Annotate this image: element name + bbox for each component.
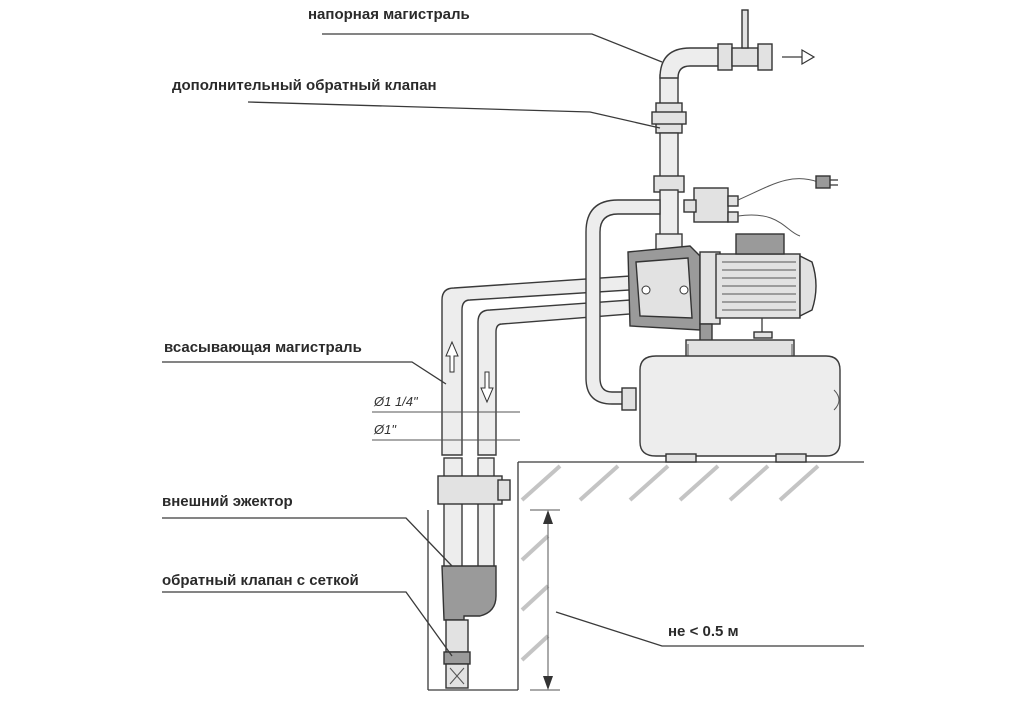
leader-lines: [162, 33, 864, 657]
check-valve-mesh-label: обратный клапан с сеткой: [162, 572, 359, 589]
suction-pipes: [441, 275, 631, 569]
extra-check-valve-label: дополнительный обратный клапан: [172, 77, 437, 94]
pressure-main-label: напорная магистраль: [308, 6, 470, 23]
suction-main-label: всасывающая магистраль: [164, 339, 362, 356]
pressure-switch: [683, 175, 838, 237]
external-ejector: [441, 565, 497, 689]
min-depth-label: не < 0.5 м: [668, 623, 739, 640]
external-ejector-label: внешний эжектор: [162, 493, 293, 510]
tank-connection-pipe: [585, 199, 661, 411]
ground: [427, 461, 864, 691]
pressure-pipe: [651, 9, 816, 241]
diameter-dimensions: [372, 411, 520, 441]
depth-dimension: [530, 509, 560, 691]
diameter-large-label: Ø1 1/4": [373, 394, 419, 409]
diameter-small-label: Ø1": [373, 422, 397, 437]
pressure-tank: [639, 339, 841, 463]
pump: [627, 233, 817, 343]
well-head-fitting: [437, 475, 511, 505]
